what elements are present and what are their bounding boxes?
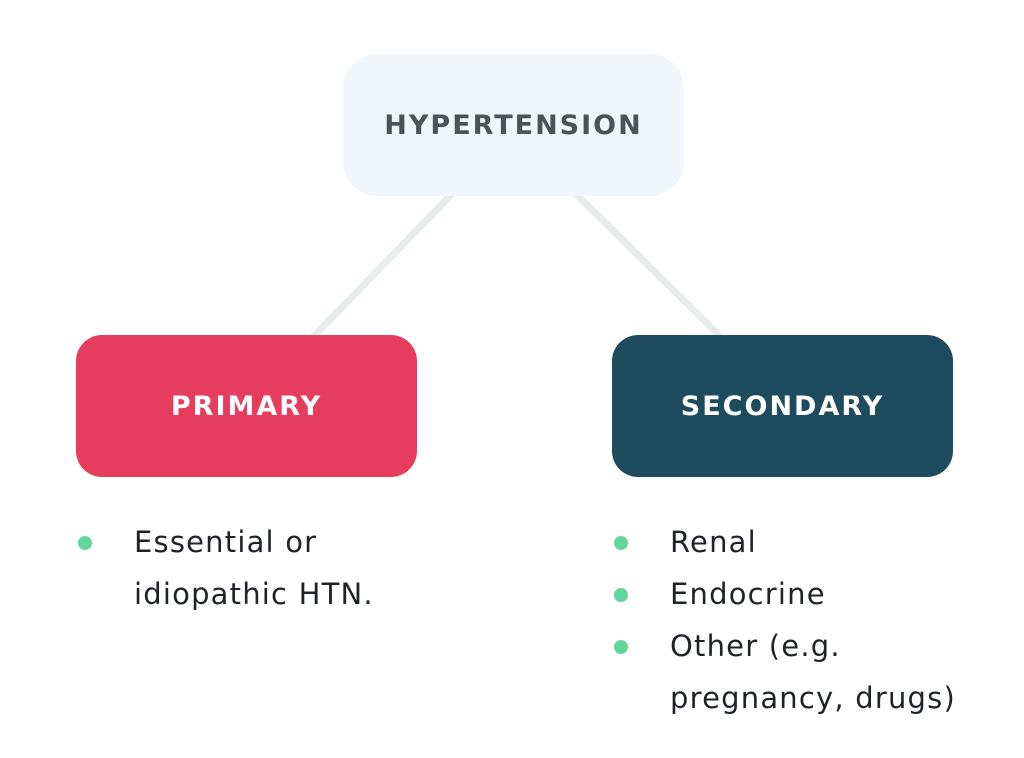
- root-node-label: HYPERTENSION: [384, 109, 643, 141]
- root-node-hypertension: HYPERTENSION: [343, 54, 684, 196]
- list-item: Endocrine: [614, 568, 974, 620]
- list-item-text: Essential or idiopathic HTN.: [134, 525, 374, 611]
- bullet-icon: [614, 536, 628, 550]
- branch-node-secondary: SECONDARY: [612, 335, 953, 477]
- branch-node-primary-label: PRIMARY: [170, 390, 323, 422]
- list-item: Essential or idiopathic HTN.: [78, 516, 378, 620]
- branch-node-primary: PRIMARY: [76, 335, 417, 477]
- list-item: Other (e.g. pregnancy, drugs): [614, 620, 974, 724]
- connector-root-secondary: [572, 190, 724, 340]
- bullet-icon: [614, 588, 628, 602]
- branch-node-secondary-label: SECONDARY: [680, 390, 885, 422]
- list-item-text: Endocrine: [670, 577, 826, 611]
- list-item: Renal: [614, 516, 974, 568]
- list-item-text: Other (e.g. pregnancy, drugs): [670, 629, 956, 715]
- bullet-icon: [614, 640, 628, 654]
- bullet-icon: [78, 536, 92, 550]
- primary-causes-list: Essential or idiopathic HTN.: [78, 516, 378, 620]
- connector-root-primary: [310, 190, 456, 340]
- secondary-causes-list: Renal Endocrine Other (e.g. pregnancy, d…: [614, 516, 974, 724]
- list-item-text: Renal: [670, 525, 757, 559]
